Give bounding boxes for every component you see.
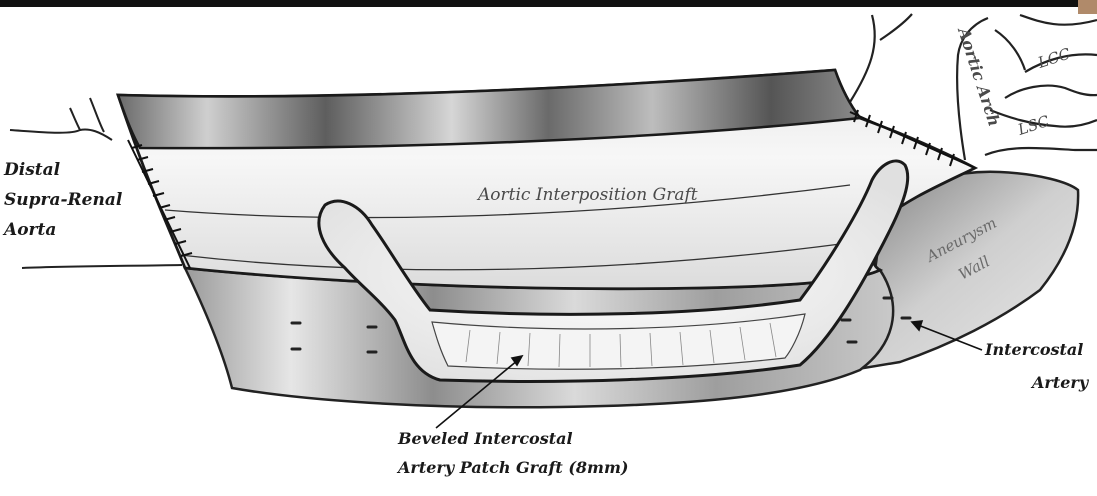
- corner-mark: [1078, 0, 1097, 14]
- distal-label-line1: Distal: [3, 160, 61, 180]
- patch-label-line1: Beveled Intercostal: [397, 429, 573, 448]
- intercostal-label-line2: Artery: [1030, 373, 1090, 392]
- intercostal-label-line1: Intercostal: [984, 340, 1083, 359]
- top-border: [0, 0, 1097, 7]
- distal-label-line3: Aorta: [2, 220, 56, 240]
- lcc-label: LCC: [1035, 44, 1073, 72]
- aortic-arch-label: Aortic Arch: [954, 23, 1004, 128]
- graft-label: Aortic Interposition Graft: [476, 185, 698, 205]
- patch-label-line2: Artery Patch Graft (8mm): [396, 458, 628, 477]
- distal-label-line2: Supra-Renal: [4, 190, 123, 210]
- lsc-label: LSC: [1015, 112, 1052, 139]
